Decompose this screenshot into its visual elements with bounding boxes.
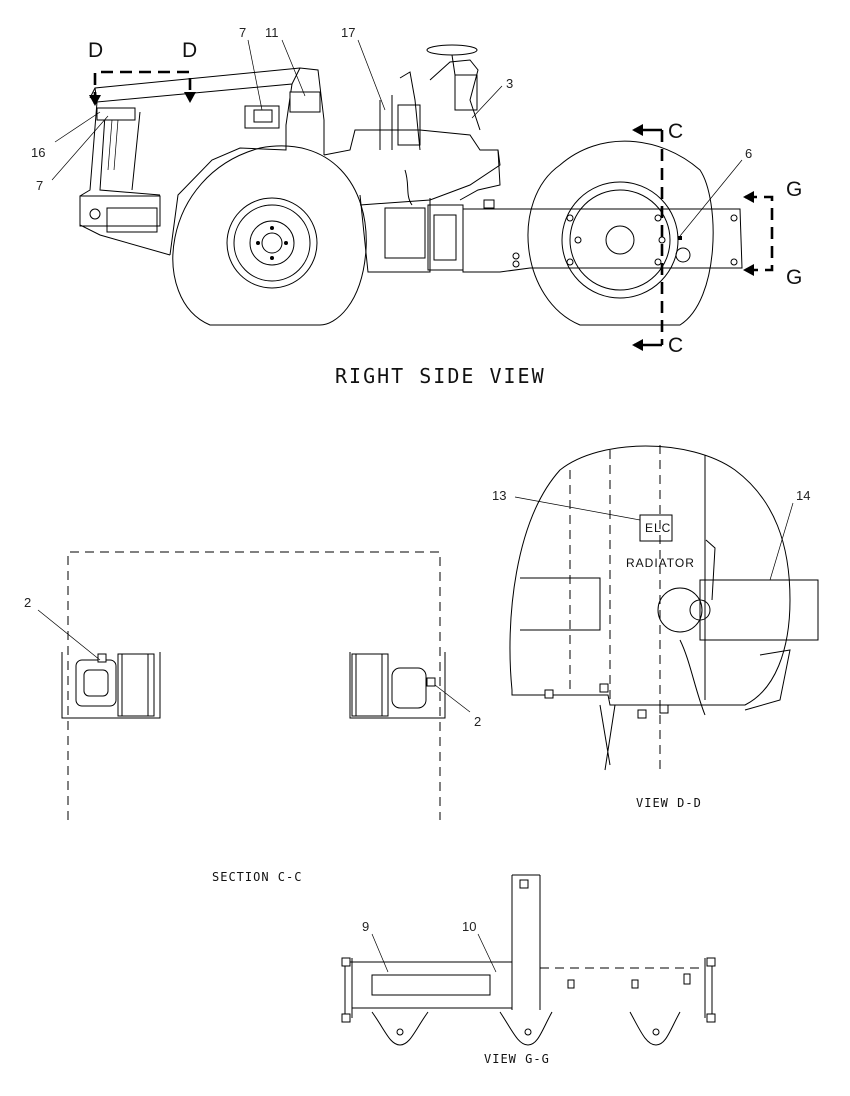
callout-13: 13 [492,488,506,503]
callout-11: 11 [265,25,279,40]
section-d-label-left: D [88,39,103,62]
callout-10: 10 [462,919,476,934]
right-side-view-title: RIGHT SIDE VIEW [335,364,546,388]
section-c-marker [632,124,664,351]
callout-17: 17 [341,25,355,40]
view-d-d [509,445,819,771]
section-d-marker [89,70,196,106]
chassis [323,44,501,273]
callout-16: 16 [31,145,45,160]
front-drum [462,140,743,326]
callout-3: 3 [506,76,513,91]
callout-2-left: 2 [24,595,31,610]
section-g-label-top: G [786,178,802,201]
section-c-label-bottom: C [668,334,683,357]
radiator-label: RADIATOR [626,556,695,570]
rear-tire [172,145,367,326]
callout-9: 9 [362,919,369,934]
engine-hood [79,67,325,256]
view-g-g-title: VIEW G-G [484,1052,550,1066]
section-c-c [37,551,471,820]
callout-2-right: 2 [474,714,481,729]
right-side-view: D D C C G G 7 11 [31,25,802,388]
section-d-label-right: D [182,39,197,62]
view-g-g [341,874,716,1046]
section-c-c-title: SECTION C-C [212,870,302,884]
elc-decal-text: ELC [645,521,671,535]
section-c-label-top: C [668,120,683,143]
callout-6: 6 [745,146,752,161]
section-g-label-bottom: G [786,266,802,289]
callout-14: 14 [796,488,810,503]
view-d-d-title: VIEW D-D [636,796,702,810]
callout-leaders [51,39,743,237]
callout-7-left: 7 [36,178,43,193]
callout-7-top: 7 [239,25,246,40]
section-g-marker [743,191,774,276]
